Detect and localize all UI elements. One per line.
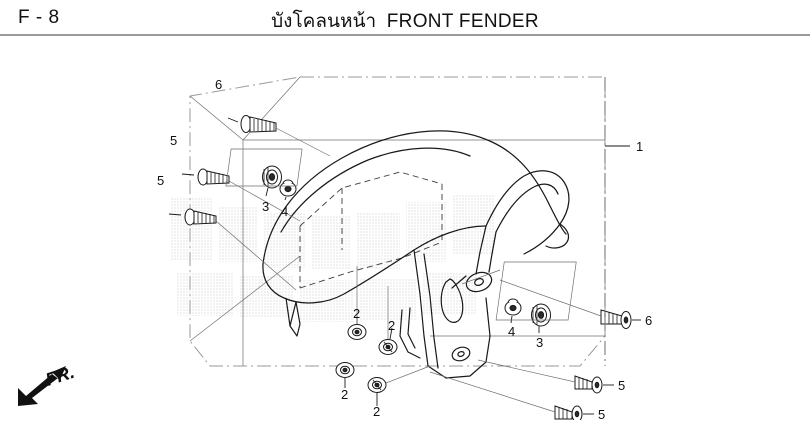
pointer-5-bottom-upper	[477, 359, 576, 383]
leader-6-top-left	[227, 117, 239, 123]
front-arrow-label: FR.	[43, 362, 77, 390]
callout-1-fender: 1	[636, 139, 644, 154]
fender-rear-bracket	[451, 170, 570, 293]
callout-6-top-left: 6	[215, 77, 223, 92]
screw-5-left-upper	[197, 168, 230, 186]
pointer-2-lower-mid	[385, 365, 431, 384]
callout-3-left: 3	[262, 199, 270, 214]
grommet-2-lower-left	[335, 362, 355, 378]
page-header: F - 8 บังโคลนหน้า FRONT FENDER	[0, 0, 810, 33]
page-title-thai: บังโคลนหน้า	[271, 10, 377, 32]
callout-5-bottom-lower: 5	[598, 407, 606, 422]
callout-2-mid: 2	[388, 318, 396, 333]
leader-4-left	[284, 196, 287, 201]
fender-hidden-edges	[299, 171, 443, 289]
screw-5-bottom-lower	[554, 405, 583, 420]
callout-3-right: 3	[536, 335, 544, 350]
pointer-6-right	[499, 279, 602, 317]
grommet-2-upper-left	[347, 324, 367, 340]
clip-nut-4-left	[279, 179, 297, 197]
callout-6-right: 6	[645, 313, 653, 328]
callout-4-right: 4	[508, 324, 516, 339]
callout-2-upper-left: 2	[353, 306, 361, 321]
screw-5-bottom-upper	[574, 375, 603, 394]
construction-lines	[189, 76, 605, 366]
leader-4-right	[510, 315, 513, 324]
callout-5-left-upper: 5	[170, 133, 178, 148]
front-arrow-icon	[18, 366, 66, 406]
bolt-6-right	[600, 309, 632, 329]
pointer-6-top-left	[275, 127, 331, 157]
front-fender-body	[262, 130, 567, 304]
clip-nut-4-right	[504, 298, 522, 316]
orientation-marker: FR.	[8, 358, 118, 414]
leader-5-left-lower	[168, 213, 182, 216]
detail-box-right	[461, 261, 577, 321]
callout-5-bottom-upper: 5	[618, 378, 626, 393]
diagram-canvas	[0, 36, 810, 420]
fender-front-tab	[285, 297, 301, 337]
grommet-2-lower-mid	[367, 377, 387, 393]
fender-center-stay	[399, 249, 491, 379]
grommet-2-mid	[378, 339, 398, 355]
leader-2-mid	[389, 327, 393, 340]
callout-4-left: 4	[281, 204, 289, 219]
callout-2-lower-left: 2	[341, 387, 349, 402]
screw-5-left-lower	[184, 208, 217, 226]
collar-3-left	[262, 165, 282, 189]
page-title: บังโคลนหน้า FRONT FENDER	[0, 6, 810, 36]
bolt-6-top-left	[240, 115, 277, 133]
grommet-projection-lines	[356, 266, 389, 339]
detail-box-left	[225, 148, 303, 187]
page-title-english: FRONT FENDER	[386, 11, 539, 32]
page-code: F - 8	[18, 7, 60, 28]
pointer-5-bottom-lower	[429, 371, 556, 413]
leader-3-left	[265, 187, 269, 197]
callout-5-left-lower: 5	[157, 173, 165, 188]
callout-2-lower-mid: 2	[373, 404, 381, 419]
leader-5-left-upper	[181, 173, 195, 176]
pointer-5-left-upper	[228, 180, 301, 222]
collar-3-right	[531, 303, 551, 327]
header-divider	[0, 34, 810, 36]
pointer-5-left-lower	[215, 220, 297, 291]
